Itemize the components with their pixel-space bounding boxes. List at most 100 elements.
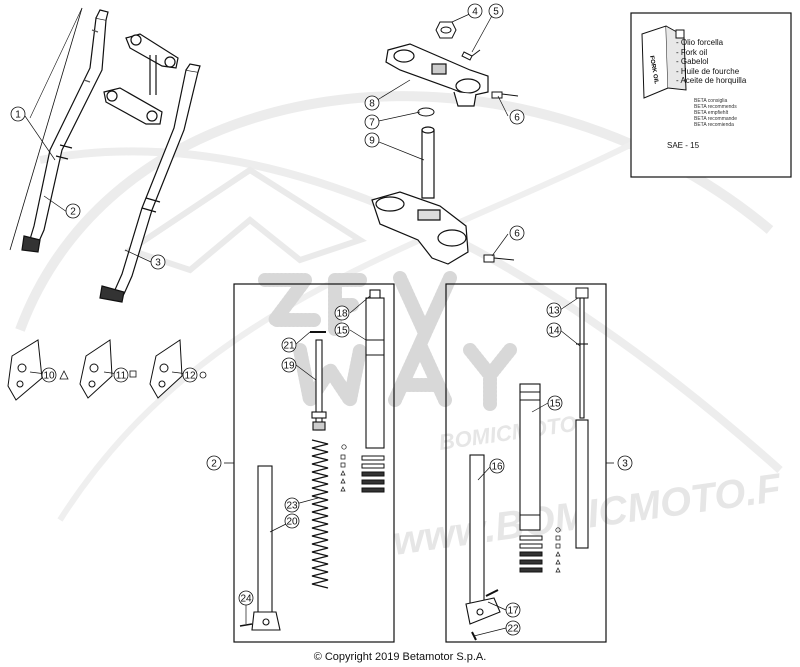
o-ring-7[interactable]	[417, 107, 435, 117]
svg-text:10: 10	[43, 371, 55, 382]
svg-text:24: 24	[240, 594, 252, 605]
beta-line-fr: BETA recommande	[694, 116, 737, 122]
callout-15-right[interactable]: 15	[547, 395, 563, 411]
callout-23[interactable]: 23	[284, 497, 300, 513]
oil-line-en: - Fork oil	[676, 47, 708, 57]
fork-guard-12[interactable]	[149, 339, 183, 399]
oil-line-it: - Olio forcella	[676, 38, 724, 47]
callout-11[interactable]: 11	[113, 367, 129, 383]
svg-text:22: 22	[507, 624, 519, 635]
svg-text:16: 16	[491, 462, 503, 473]
callout-24[interactable]: 24	[238, 590, 254, 606]
callout-3-box[interactable]: 3	[617, 455, 633, 471]
symbols-left-column	[340, 444, 347, 492]
fork-leg-assembly-left[interactable]	[21, 9, 109, 253]
damper-rod-19[interactable]	[311, 339, 327, 431]
callout-6-lower[interactable]: 6	[509, 225, 525, 241]
callout-20[interactable]: 20	[284, 513, 300, 529]
oil-line-es: - Aceite de horquilla	[676, 76, 747, 85]
callout-6-upper[interactable]: 6	[509, 109, 525, 125]
oil-names-list: - Olio forcella - Fork oil - Gabelol - H…	[676, 38, 746, 86]
callout-3[interactable]: 3	[150, 254, 166, 270]
spring-23[interactable]	[311, 439, 329, 589]
svg-text:13: 13	[548, 306, 560, 317]
svg-text:23: 23	[286, 501, 298, 512]
callout-10[interactable]: 10	[41, 367, 57, 383]
oil-sae-grade: SAE - 15	[667, 141, 700, 150]
callout-14[interactable]: 14	[546, 322, 562, 338]
svg-text:2: 2	[211, 459, 217, 470]
upper-triple-clamp[interactable]	[385, 43, 489, 107]
callout-22[interactable]: 22	[505, 620, 521, 636]
outer-leg-20[interactable]	[251, 465, 281, 631]
screw-5[interactable]	[461, 49, 481, 61]
dotted-watermark	[258, 271, 517, 418]
svg-text:14: 14	[548, 326, 560, 337]
callout-13[interactable]: 13	[546, 302, 562, 318]
callout-19[interactable]: 19	[281, 357, 297, 373]
fork-guard-10[interactable]	[7, 339, 43, 401]
oil-line-de: - Gabelol	[676, 57, 709, 66]
callout-21[interactable]: 21	[281, 337, 297, 353]
callout-1[interactable]: 1	[10, 106, 26, 122]
nut-4[interactable]	[435, 21, 457, 39]
svg-text:8: 8	[369, 99, 375, 110]
svg-text:19: 19	[283, 361, 295, 372]
callout-15-left[interactable]: 15	[334, 322, 350, 338]
svg-text:11: 11	[116, 371, 127, 382]
svg-text:6: 6	[514, 113, 520, 124]
triangle-symbol-icon	[59, 370, 69, 380]
bracket-line-1	[9, 7, 83, 251]
callout-2-box[interactable]: 2	[206, 455, 222, 471]
square-symbol-icon	[129, 370, 137, 378]
fork-tube-15-left[interactable]	[365, 289, 385, 449]
svg-text:17: 17	[507, 606, 519, 617]
triple-clamp-small[interactable]	[103, 33, 179, 125]
svg-text:2: 2	[70, 207, 76, 218]
callout-8[interactable]: 8	[364, 95, 380, 111]
oil-info-box: FORK OIL	[630, 12, 792, 178]
svg-text:21: 21	[283, 341, 295, 352]
callout-12[interactable]: 12	[182, 367, 198, 383]
callout-5[interactable]: 5	[488, 3, 504, 19]
oil-line-fr: - Huile de fourche	[676, 66, 740, 76]
symbols-right-column	[555, 527, 561, 573]
fork-leg-assembly-right[interactable]	[99, 63, 201, 303]
screw-6-lower[interactable]	[483, 254, 515, 263]
fork-guard-11[interactable]	[79, 339, 113, 399]
callout-16[interactable]: 16	[489, 458, 505, 474]
outer-leg-16[interactable]	[465, 454, 501, 625]
svg-text:6: 6	[514, 229, 520, 240]
svg-text:3: 3	[155, 258, 161, 269]
callout-18[interactable]: 18	[334, 305, 350, 321]
seals-right[interactable]	[519, 535, 543, 573]
callouts: 1 2 3 4 5 6 6 7 8 9 10 11 12 13 14 15 15…	[10, 3, 633, 636]
svg-text:12: 12	[184, 371, 196, 382]
svg-text:1: 1	[15, 110, 21, 121]
seals-left[interactable]	[361, 455, 385, 493]
svg-text:15: 15	[336, 326, 348, 337]
svg-text:20: 20	[286, 517, 298, 528]
svg-text:4: 4	[472, 7, 478, 18]
screw-6-upper[interactable]	[491, 91, 519, 99]
watermark-brand: BOMICMOTO	[437, 411, 578, 455]
svg-text:7: 7	[369, 118, 375, 129]
fork-tube-15-right[interactable]	[519, 383, 541, 531]
callout-9[interactable]: 9	[364, 132, 380, 148]
steering-stem-lower-clamp[interactable]	[371, 126, 469, 265]
callout-4[interactable]: 4	[467, 3, 483, 19]
beta-line-es: BETA recomienda	[694, 122, 734, 128]
oil-beta-list: BETA consiglia BETA recommends BETA empf…	[694, 98, 737, 128]
cap-13[interactable]	[575, 287, 589, 299]
callout-17[interactable]: 17	[505, 602, 521, 618]
svg-text:5: 5	[493, 7, 499, 18]
callout-2[interactable]: 2	[65, 203, 81, 219]
svg-text:3: 3	[622, 459, 628, 470]
cartridge-14[interactable]	[575, 297, 589, 549]
beta-line-it: BETA consiglia	[694, 98, 728, 104]
oil-can-label: FORK OIL	[648, 55, 659, 85]
callout-7[interactable]: 7	[364, 114, 380, 130]
screw-24[interactable]	[239, 623, 253, 627]
